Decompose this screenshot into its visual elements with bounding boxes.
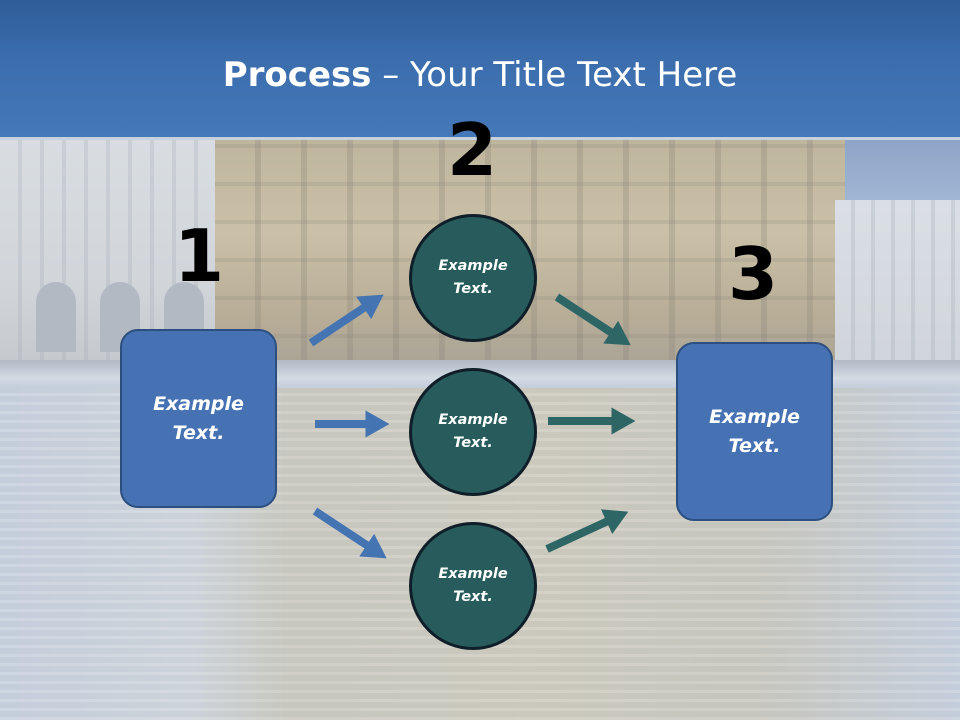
arrow-icon xyxy=(308,294,384,347)
output-box[interactable]: Example Text. xyxy=(676,342,833,521)
input-box[interactable]: Example Text. xyxy=(120,329,277,508)
arch xyxy=(36,282,76,352)
step-number-1: 1 xyxy=(173,214,225,298)
step-number-3: 3 xyxy=(727,232,779,316)
output-box-label: Example Text. xyxy=(709,405,800,457)
process-circle-top[interactable]: Example Text. xyxy=(409,214,537,342)
arrow-icon xyxy=(545,509,629,553)
title-rest: – Your Title Text Here xyxy=(371,55,738,95)
circle-label: Example Text. xyxy=(438,412,508,451)
circle-label: Example Text. xyxy=(438,566,508,605)
circle-label: Example Text. xyxy=(438,258,508,297)
arrow-icon xyxy=(312,507,387,559)
right-building xyxy=(835,200,960,372)
title-bar: Process – Your Title Text Here xyxy=(0,0,960,137)
sky xyxy=(840,140,960,200)
process-circle-middle[interactable]: Example Text. xyxy=(409,368,537,496)
title-bold: Process xyxy=(222,55,372,95)
page-title: Process – Your Title Text Here xyxy=(0,52,960,98)
step-number-2: 2 xyxy=(446,108,498,192)
input-box-label: Example Text. xyxy=(153,392,244,444)
process-circle-bottom[interactable]: Example Text. xyxy=(409,522,537,650)
arrow-icon xyxy=(554,293,631,346)
